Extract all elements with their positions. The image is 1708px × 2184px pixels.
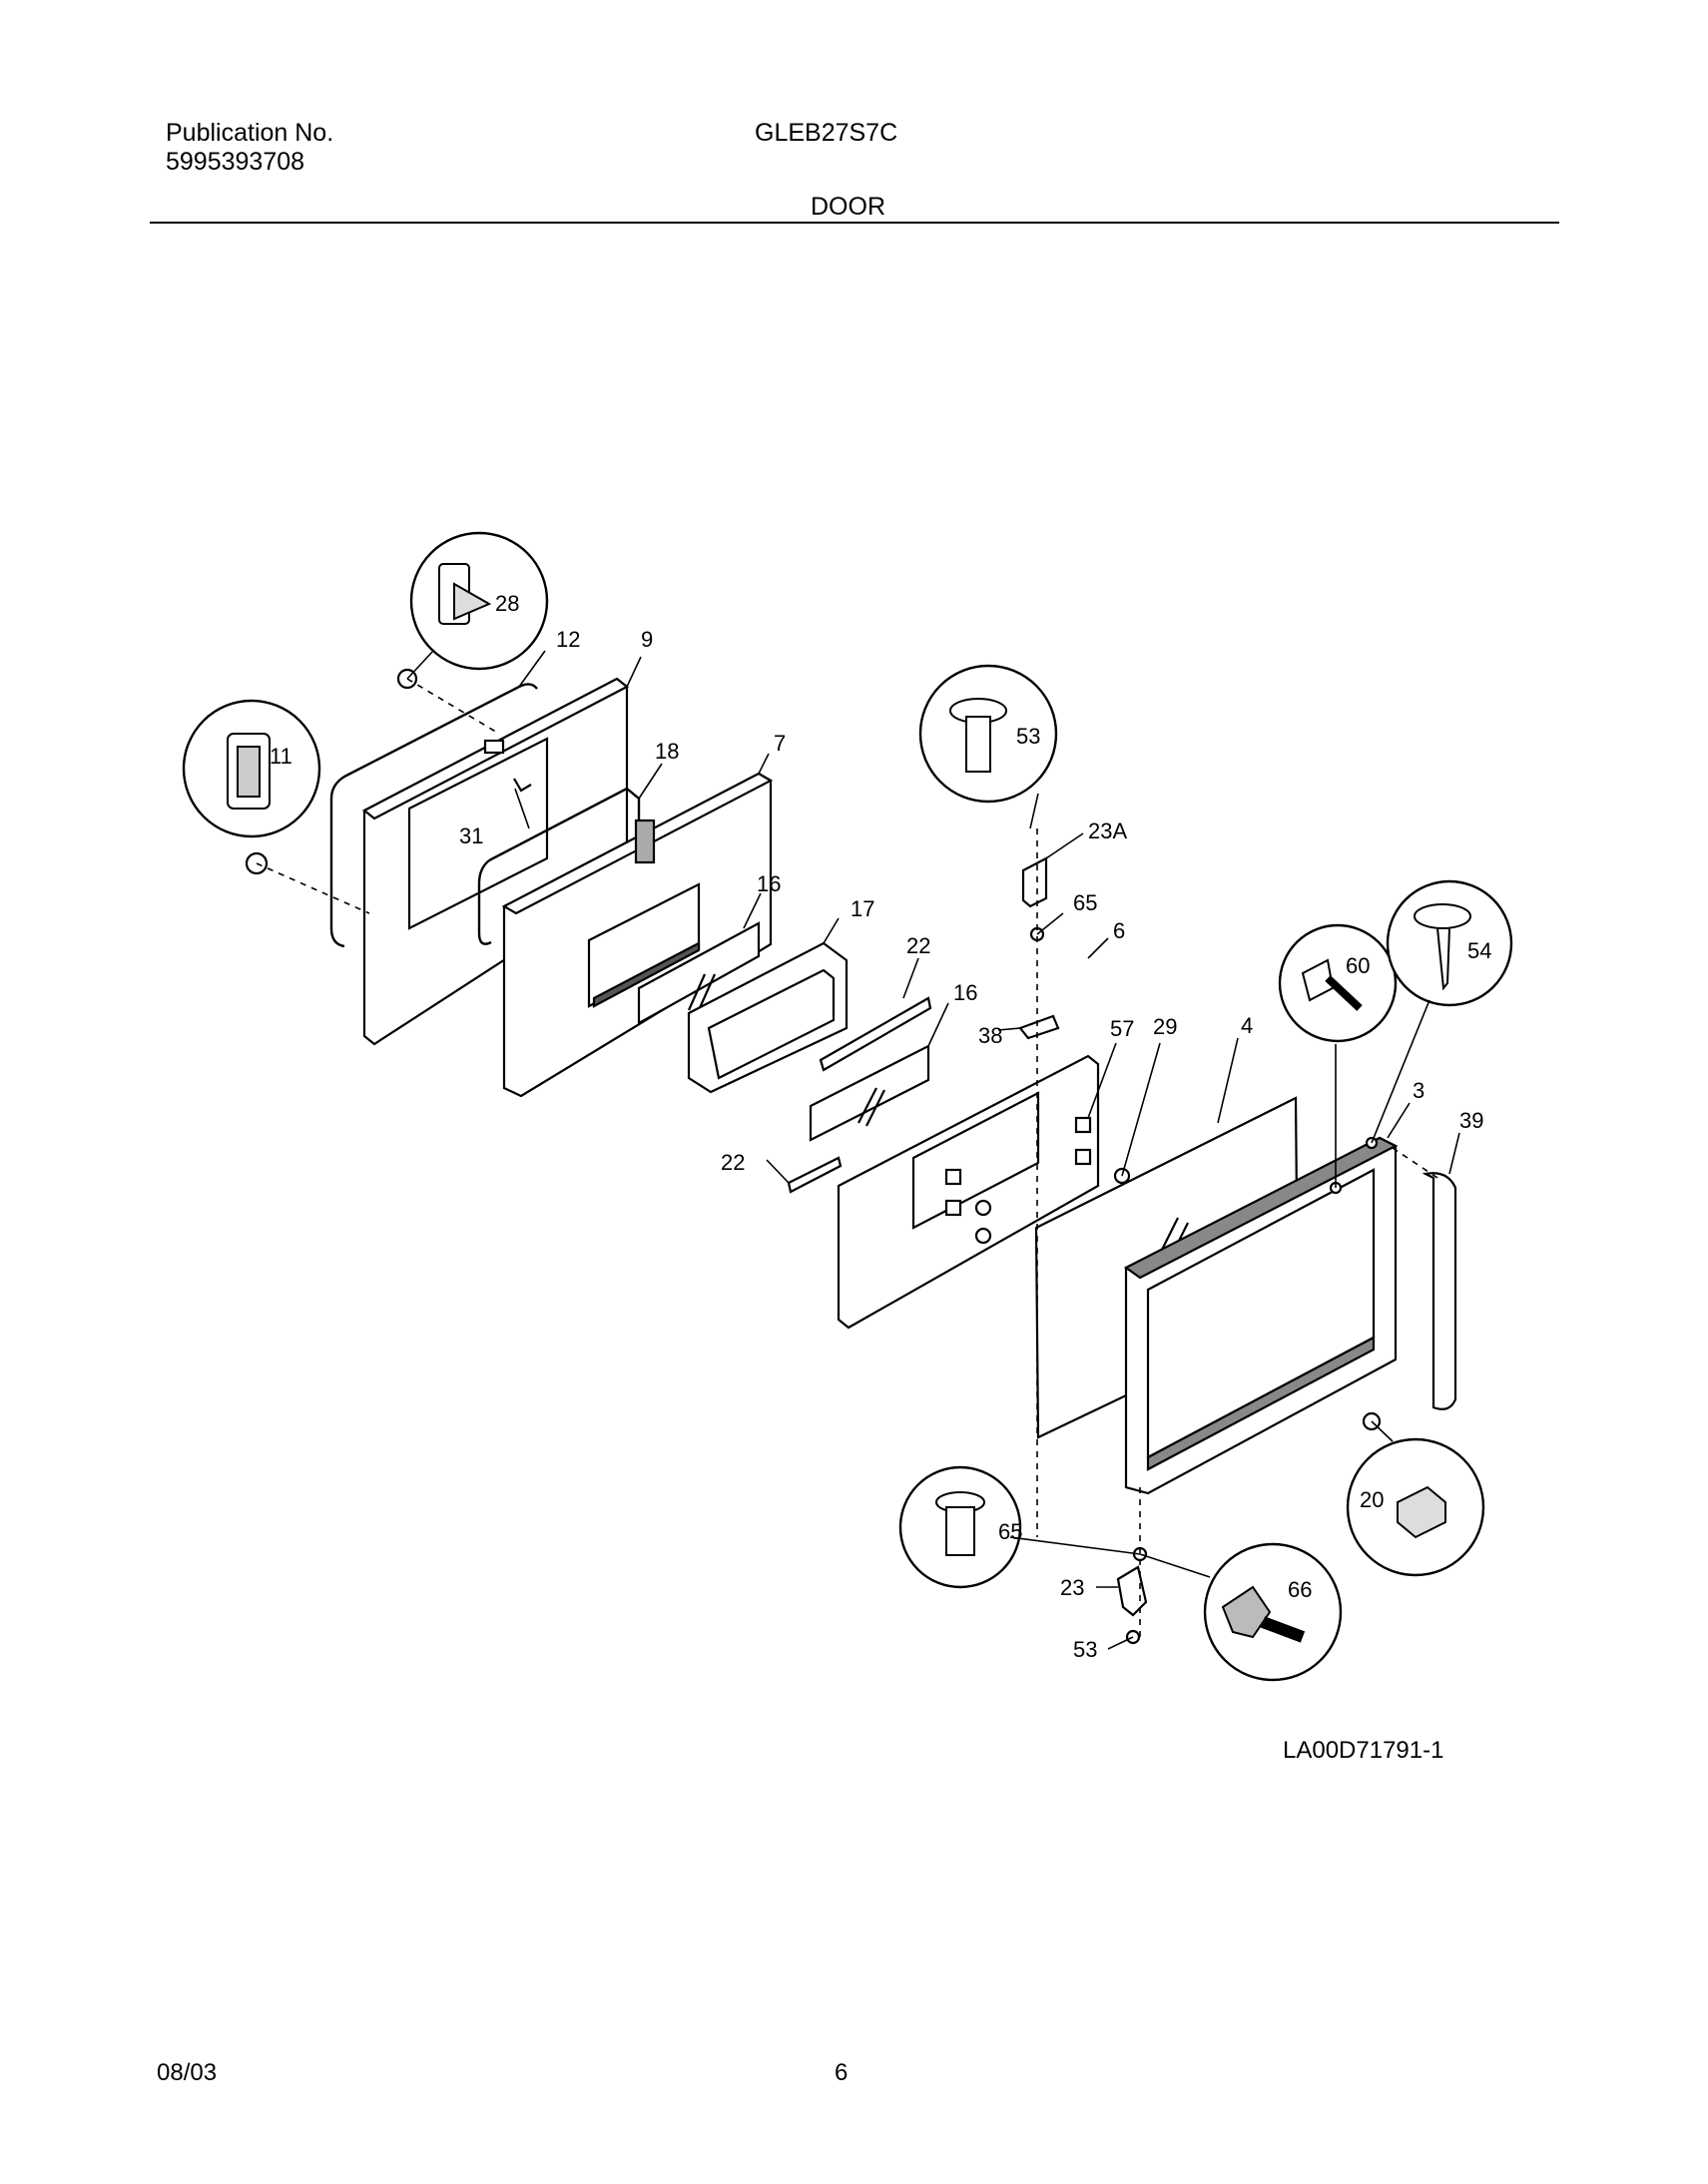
part-23A-hinge [1021, 856, 1048, 908]
callout-7: 7 [774, 731, 786, 756]
part-7-door-panel [501, 772, 774, 1098]
callout-53-upper: 53 [1016, 724, 1040, 749]
callout-54: 54 [1467, 938, 1491, 963]
callout-16-upper: 16 [757, 871, 781, 896]
model-number: GLEB27S7C [755, 119, 898, 147]
callout-29: 29 [1153, 1014, 1177, 1039]
callout-11: 11 [270, 744, 292, 769]
footer-date: 08/03 [157, 2059, 218, 2086]
callout-3: 3 [1413, 1078, 1424, 1103]
callout-65-lower: 65 [998, 1519, 1022, 1544]
callout-4: 4 [1241, 1013, 1253, 1038]
callout-12: 12 [556, 627, 580, 652]
callout-22-upper: 22 [906, 933, 930, 958]
callout-38: 38 [978, 1023, 1002, 1048]
callout-39: 39 [1459, 1108, 1483, 1133]
callout-labels: 28 12 9 11 18 7 31 16 17 22 16 53 23A 65… [270, 591, 1491, 1662]
part-6-outer-panel [837, 1054, 1131, 1330]
figure-code: LA00D71791-1 [1283, 1737, 1444, 1764]
publication-number: 5995393708 [166, 148, 305, 176]
callout-22-lower: 22 [721, 1150, 745, 1175]
leader-lines [406, 650, 1460, 1650]
part-22-rail-upper [819, 996, 932, 1072]
part-16-glass-upper [637, 921, 761, 1025]
callout-9: 9 [641, 627, 653, 652]
callout-17: 17 [851, 896, 874, 921]
callout-57: 57 [1110, 1016, 1134, 1041]
callout-65-upper: 65 [1073, 890, 1097, 915]
part-22-rail-lower [787, 1156, 843, 1194]
publication-label: Publication No. [166, 119, 334, 147]
callout-28: 28 [495, 591, 519, 616]
callout-23: 23 [1060, 1575, 1084, 1600]
header-rule [150, 222, 1559, 224]
callout-20: 20 [1360, 1487, 1384, 1512]
callout-23A: 23A [1088, 819, 1127, 843]
part-3-frame [1123, 1136, 1399, 1495]
part-16-glass-lower [809, 1044, 930, 1142]
callout-18: 18 [655, 739, 679, 764]
callout-31: 31 [459, 823, 483, 848]
assembly-lines [256, 678, 1438, 1637]
callout-6: 6 [1113, 918, 1125, 943]
callout-66: 66 [1288, 1577, 1312, 1602]
section-title: DOOR [811, 193, 885, 221]
callout-60: 60 [1346, 953, 1370, 978]
part-39-handle [1422, 1172, 1457, 1410]
page-number: 6 [835, 2059, 849, 2086]
callout-53-lower: 53 [1073, 1637, 1097, 1662]
detail-66 [1203, 1542, 1343, 1682]
callout-16-lower: 16 [953, 980, 977, 1005]
part-23-hinge [1116, 1565, 1148, 1617]
part-38-catch [1018, 1014, 1060, 1040]
